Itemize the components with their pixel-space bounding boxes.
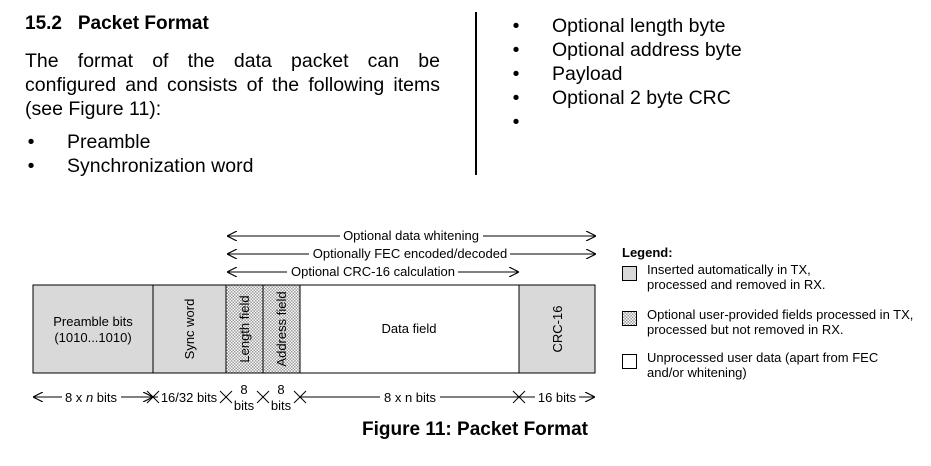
fec-arrow: Optionally FEC encoded/decoded [227, 246, 596, 261]
address-size-unit: bits [271, 398, 292, 413]
preamble-label: Preamble bits [53, 314, 133, 329]
size-dimensions [33, 390, 595, 404]
data-field [299, 284, 520, 374]
section-title: Packet Format [77, 13, 209, 34]
whitening-label: Optional data whitening [343, 228, 479, 243]
sync-word-label: Sync word [182, 299, 197, 360]
legend-item-user: Unprocessed user data (apart from FEC an… [622, 350, 922, 382]
data-size-label: 8 x n bits [384, 390, 437, 405]
length-size-unit: bits [234, 398, 255, 413]
bullet-icon: • [512, 111, 520, 133]
data-field-label: Data field [382, 321, 437, 336]
address-size-number: 8 [277, 382, 284, 397]
bullet-icon: • [512, 87, 520, 109]
crc-arrow: Optional CRC-16 calculation [227, 264, 519, 279]
bullet-icon: • [512, 39, 520, 61]
sync-size-label: 16/32 bits [161, 390, 218, 405]
figure-caption: Figure 11: Packet Format [362, 419, 588, 440]
preamble-size-label: 8 x n bits [65, 390, 118, 405]
column-divider [475, 12, 477, 175]
fec-label: Optionally FEC encoded/decoded [313, 246, 507, 261]
bullet-icon: • [512, 15, 520, 37]
bullet-icon: • [27, 155, 35, 177]
length-field-label: Length field [237, 295, 252, 362]
bullet-icon: • [27, 131, 35, 153]
legend-title: Legend: [622, 245, 673, 260]
preamble-pattern: (1010...1010) [54, 330, 131, 345]
whitening-arrow: Optional data whitening [227, 228, 596, 243]
bullet-icon: • [512, 63, 520, 85]
crc-field [518, 284, 596, 374]
legend-swatch-auto [622, 266, 637, 281]
legend-swatch-user [622, 354, 637, 369]
crc-field-label: CRC-16 [550, 306, 565, 353]
intro-paragraph: The format of the data packet can be con… [25, 50, 440, 120]
crc-calc-label: Optional CRC-16 calculation [291, 264, 455, 279]
legend-item-auto: Inserted automatically in TX, processed … [622, 262, 922, 294]
length-size-number: 8 [240, 382, 247, 397]
address-field [262, 284, 301, 374]
section-number: 15.2 [25, 13, 62, 34]
section-heading: 15.2 Packet Format [25, 13, 209, 35]
preamble-field [32, 284, 154, 374]
address-field-label: Address field [274, 291, 289, 366]
crc-size-label: 16 bits [538, 390, 577, 405]
legend-swatch-optional [622, 311, 637, 326]
legend-item-optional: Optional user-provided fields processed … [622, 307, 927, 339]
